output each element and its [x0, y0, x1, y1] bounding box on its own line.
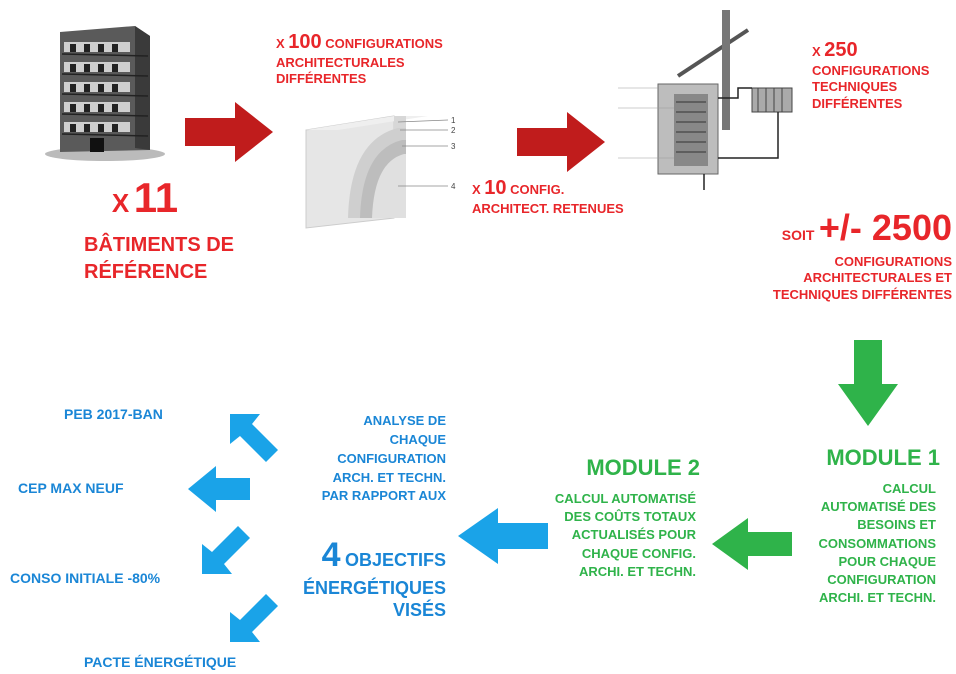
arrow-diagonal-up-icon: [230, 414, 278, 462]
arrow-down-icon: [838, 340, 898, 426]
arrow-diagonal-down-icon: [230, 594, 278, 642]
wall-label: 2: [451, 126, 456, 135]
arrow-left-small-icon: [188, 466, 250, 512]
buildings-count: x 11: [111, 174, 179, 221]
module1-text: CALCUL AUTOMATISÉ DES BESOINS ET CONSOMM…: [818, 481, 936, 606]
arrow-left-icon: [712, 518, 792, 570]
module1-title: MODULE 1: [826, 445, 940, 470]
tech-configs-text: x 250 CONFIGURATIONS TECHNIQUES DIFFÉREN…: [812, 39, 930, 111]
wall-label: 3: [451, 142, 456, 151]
buildings-label: BÂTIMENTS DE RÉFÉRENCE: [84, 234, 234, 283]
building-icon: [45, 26, 165, 161]
arch-configs-text: x 100 CONFIGURATIONS ARCHITECTURALES DIF…: [276, 31, 443, 87]
objective-label: PACTE ÉNERGÉTIQUE: [84, 654, 237, 670]
objectives-heading: 4 OBJECTIFS ÉNERGÉTIQUES VISÉS: [302, 536, 446, 620]
total-configs-heading: SOIT +/- 2500: [781, 207, 952, 248]
objective-label: PEB 2017-BAN: [64, 406, 163, 422]
arrow-right-icon: [185, 102, 273, 162]
retained-configs-text: x 10 CONFIG. ARCHITECT. RETENUES: [472, 177, 624, 216]
arrow-left-icon: [458, 508, 548, 564]
wall-label: 1: [451, 116, 456, 125]
arrow-diagonal-down-icon: [202, 526, 250, 574]
module2-title: MODULE 2: [586, 455, 700, 480]
objective-label: CONSO INITIALE -80%: [10, 570, 161, 586]
module2-text: CALCUL AUTOMATISÉ DES COÛTS TOTAUX ACTUA…: [554, 491, 696, 579]
wall-label: 4: [451, 182, 456, 191]
analysis-text: ANALYSE DE CHAQUE CONFIGURATION ARCH. ET…: [321, 413, 446, 504]
heating-system-image: [618, 10, 793, 190]
wall-section-image: 1 2 3 4: [305, 115, 456, 229]
objective-label: CEP MAX NEUF: [18, 480, 124, 496]
arrow-right-icon: [517, 112, 605, 172]
total-configs-text: CONFIGURATIONS ARCHITECTURALES ET TECHNI…: [772, 254, 952, 302]
